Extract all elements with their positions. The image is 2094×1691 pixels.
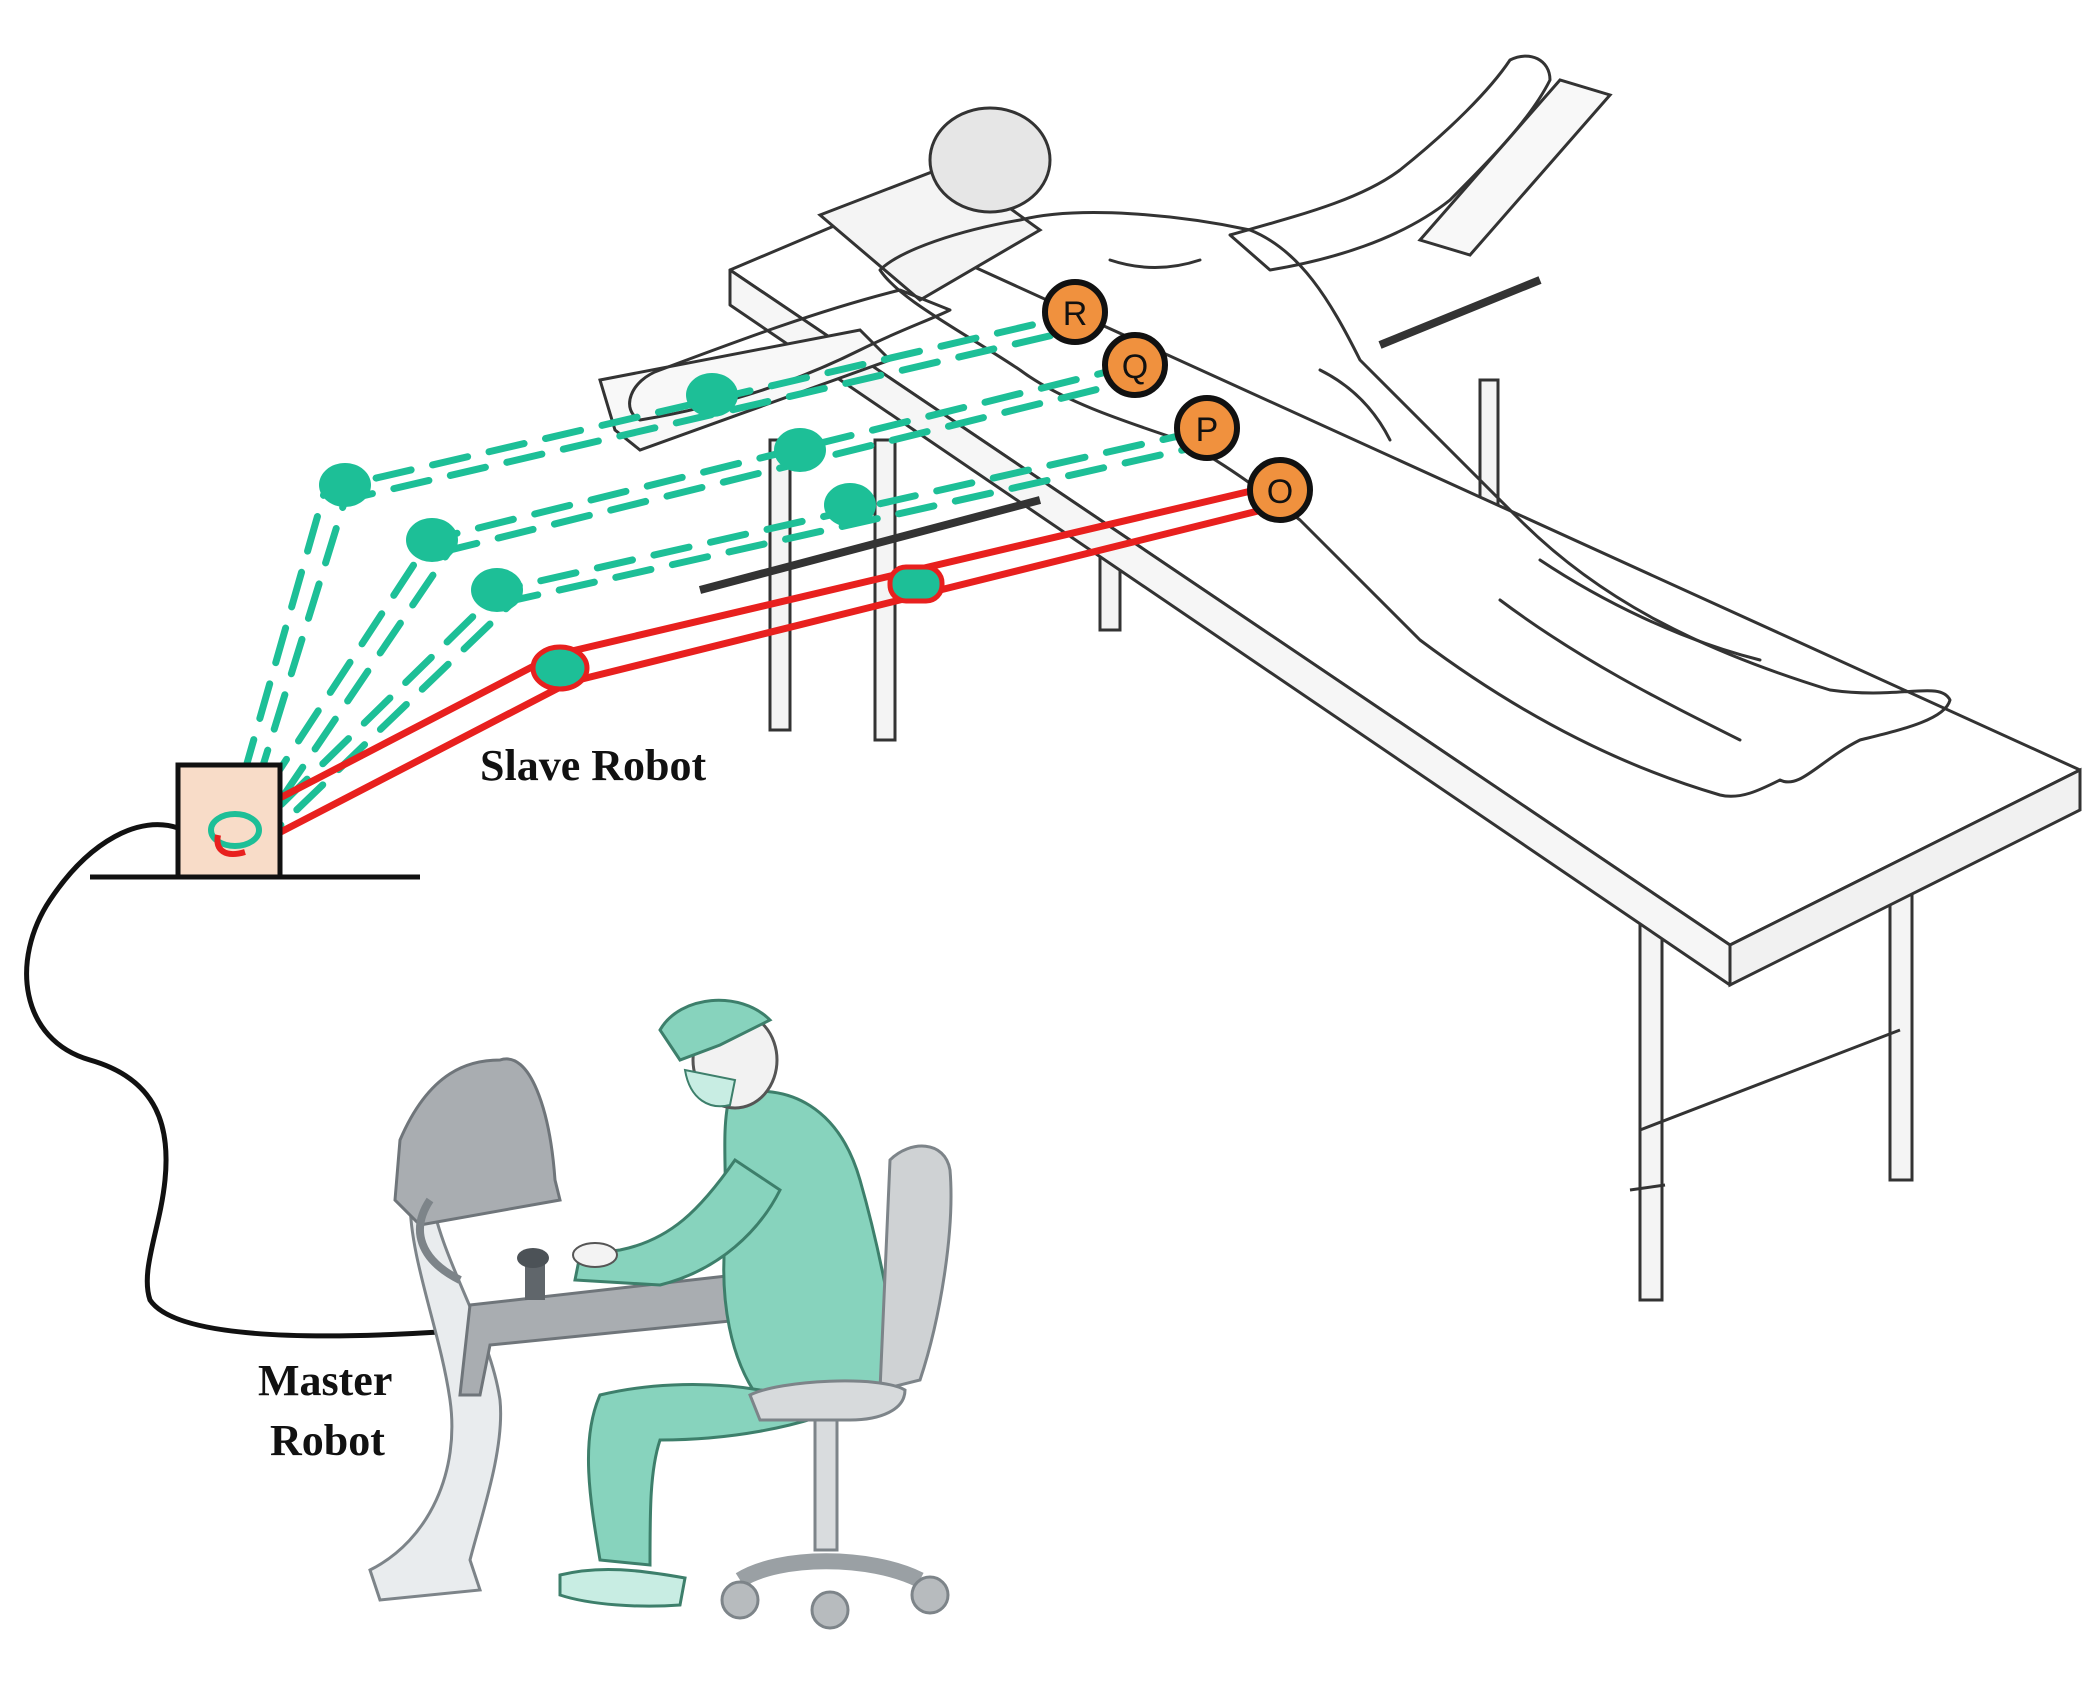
- arm-joint-elbow: [530, 644, 590, 692]
- slave-robot-base: [90, 762, 420, 880]
- port-label-q: Q: [1122, 348, 1148, 386]
- joint-dot: [774, 428, 826, 472]
- master-robot-label-line2: Robot: [270, 1416, 385, 1465]
- surgeon-chair: [720, 1144, 953, 1630]
- communication-cable: [24, 822, 471, 1339]
- master-handle[interactable]: [525, 1260, 545, 1300]
- port-R: R: [1042, 279, 1108, 345]
- joint-dot: [319, 463, 371, 507]
- joint-dot: [686, 373, 738, 417]
- master-console: [368, 1057, 792, 1602]
- arm-joint-mid: [887, 564, 945, 604]
- port-label-o: O: [1267, 473, 1293, 511]
- console-screen: [393, 1057, 562, 1227]
- port-Q: Q: [1102, 332, 1168, 398]
- master-robot-label-line1: Master: [258, 1356, 392, 1405]
- joint-dot: [406, 518, 458, 562]
- port-label-r: R: [1063, 295, 1088, 333]
- joint-dot: [471, 568, 523, 612]
- joint-dot: [824, 483, 876, 527]
- port-label-p: P: [1196, 411, 1219, 449]
- alternate-joints: [319, 373, 876, 612]
- master-handle-grip[interactable]: [517, 1248, 549, 1268]
- surgeon: [558, 998, 902, 1608]
- patient: [628, 54, 1952, 798]
- slave-robot-arm: [226, 479, 1291, 856]
- arm-board-right: [1417, 78, 1613, 257]
- slave-robot-label: Slave Robot: [480, 741, 706, 790]
- port-P: P: [1174, 395, 1240, 461]
- port-O: O: [1247, 457, 1313, 523]
